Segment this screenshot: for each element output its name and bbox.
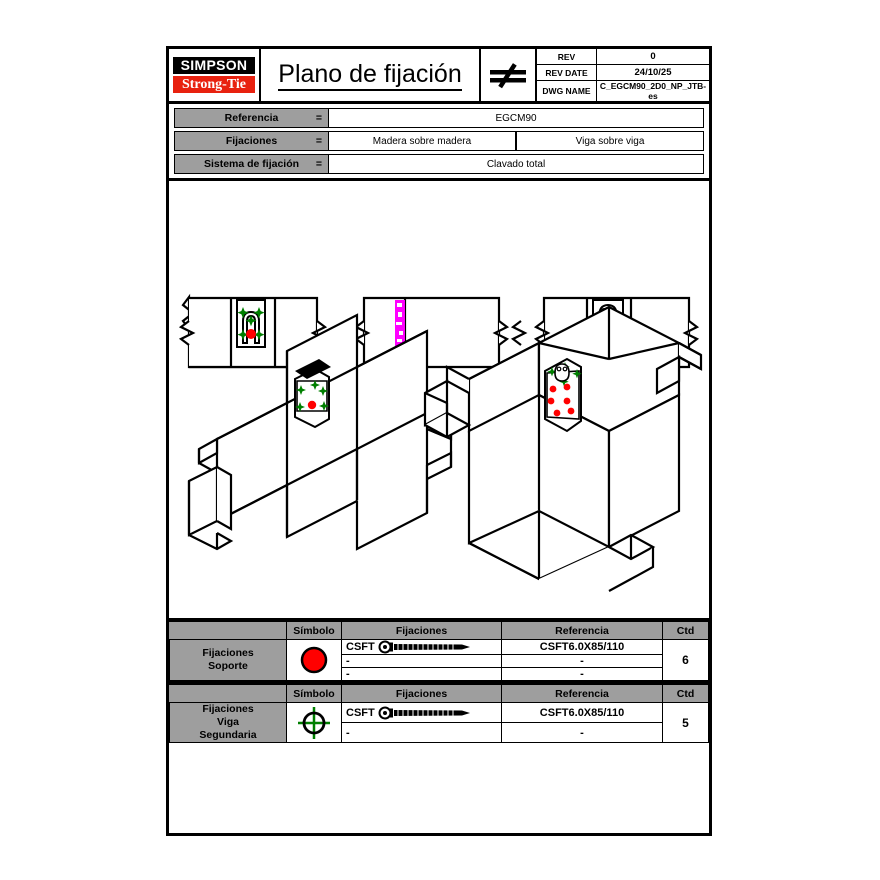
legend-1-header-simbolo: Símbolo xyxy=(287,621,342,640)
spec-label-text: Sistema de fijación xyxy=(203,158,300,170)
legend-2-row-2-fixing-label: - xyxy=(346,726,350,739)
legend-1-name-line-1: Fijaciones xyxy=(202,647,254,659)
spec-row-referencia: Referencia = EGCM90 xyxy=(174,108,704,128)
elevation-view-2-highlight xyxy=(395,300,405,348)
legend-1-row-2-fixing: - xyxy=(342,655,502,668)
legend-1-row-1-fixing: CSFT xyxy=(342,640,502,655)
equals-sign: = xyxy=(315,158,322,170)
legend-2-row-1-fixing-label: CSFT xyxy=(346,706,375,719)
legend-2-name-line-1: Fijaciones xyxy=(202,703,254,715)
spec-row-fijaciones: Fijaciones = Madera sobre madera Viga so… xyxy=(174,131,704,151)
technical-drawing xyxy=(178,293,703,618)
legend-2-header-ctd: Ctd xyxy=(663,684,709,703)
legend-1-name: Fijaciones Soporte xyxy=(169,640,287,681)
legend-1-quantity: 6 xyxy=(663,640,709,681)
spec-value-sistema: Clavado total xyxy=(329,154,704,174)
not-equal-icon xyxy=(481,49,537,101)
legend-1-header-ctd: Ctd xyxy=(663,621,709,640)
isometric-view-2-fixings xyxy=(547,362,582,417)
legend-2-header-simbolo: Símbolo xyxy=(287,684,342,703)
drawing-sheet: SIMPSON Strong-Tie Plano de fijación REV… xyxy=(166,46,712,836)
legend-2-header-fijaciones: Fijaciones xyxy=(342,684,502,703)
spec-label-text: Fijaciones xyxy=(225,135,278,147)
spec-row-sistema: Sistema de fijación = Clavado total xyxy=(174,154,704,174)
revision-block: REV 0 REV DATE 24/10/25 DWG NAME C_EGCM9… xyxy=(537,49,709,101)
equals-sign: = xyxy=(315,135,322,147)
legend-table-viga-segundaria: Símbolo Fijaciones Referencia Ctd Fijaci… xyxy=(169,681,709,743)
dwg-name-label: DWG NAME xyxy=(537,81,597,101)
logo-simpson-text: SIMPSON xyxy=(173,57,255,74)
rev-value: 0 xyxy=(650,51,656,62)
title-block: SIMPSON Strong-Tie Plano de fijación REV… xyxy=(169,49,709,104)
legend-1-row-3-fixing-label: - xyxy=(346,668,350,680)
legend-1-row-1-fixing-label: CSFT xyxy=(346,641,375,653)
legend-1-corner xyxy=(169,621,287,640)
sheet-title-text: Plano de fijación xyxy=(278,60,462,91)
legend-2-name-line-2: Viga xyxy=(217,716,239,728)
spec-label-fijaciones: Fijaciones = xyxy=(174,131,329,151)
rev-date-label: REV DATE xyxy=(537,65,597,80)
legend-2-name: Fijaciones Viga Segundaria xyxy=(169,703,287,743)
legend-1-row-3-reference: - xyxy=(502,668,663,681)
legend-1-header-fijaciones: Fijaciones xyxy=(342,621,502,640)
legend-2-row-1-fixing: CSFT xyxy=(342,703,502,723)
rev-label: REV xyxy=(537,49,597,64)
spec-value-referencia: EGCM90 xyxy=(329,108,704,128)
simpson-strong-tie-logo: SIMPSON Strong-Tie xyxy=(169,49,261,101)
legend-2-row-1-reference: CSFT6.0X85/110 xyxy=(502,703,663,723)
legend-2-row-2-reference: - xyxy=(502,723,663,743)
logo-strongtie-text: Strong-Tie xyxy=(173,76,255,93)
specification-table: Referencia = EGCM90 Fijaciones = Madera … xyxy=(169,104,709,174)
rev-date-value: 24/10/25 xyxy=(634,67,672,78)
legend-1-row-2-reference: - xyxy=(502,655,663,668)
legend-1-name-line-2: Soporte xyxy=(208,660,248,672)
elevation-view-1-fixings xyxy=(237,307,265,341)
legend-1-symbol-red-circle-icon xyxy=(287,640,342,681)
legend-2-row-2-fixing: - xyxy=(342,723,502,743)
legend-1-header-referencia: Referencia xyxy=(502,621,663,640)
legend-1-row-1-reference: CSFT6.0X85/110 xyxy=(502,640,663,655)
legend-2-corner xyxy=(169,684,287,703)
legend-1-row-3-fixing: - xyxy=(342,668,502,681)
equals-sign: = xyxy=(315,112,322,124)
screw-icon xyxy=(378,640,470,654)
spec-label-sistema: Sistema de fijación = xyxy=(174,154,329,174)
spec-label-referencia: Referencia = xyxy=(174,108,329,128)
sheet-title: Plano de fijación xyxy=(261,49,481,101)
isometric-view-1-fixings xyxy=(295,359,331,412)
legend-2-header-referencia: Referencia xyxy=(502,684,663,703)
legend-2-symbol-crosshair-icon xyxy=(287,703,342,743)
screw-icon xyxy=(378,706,470,719)
legend-1-row-2-fixing-label: - xyxy=(346,655,350,667)
dwg-name-value: C_EGCM90_2D0_NP_JTB-es xyxy=(599,81,707,101)
spec-label-text: Referencia xyxy=(224,112,279,124)
spec-value-fijaciones-1: Madera sobre madera xyxy=(329,131,516,151)
drawing-area xyxy=(169,178,709,618)
legend-2-quantity: 5 xyxy=(663,703,709,743)
spec-value-fijaciones-2: Viga sobre viga xyxy=(516,131,704,151)
legend-table-soporte: Símbolo Fijaciones Referencia Ctd Fijaci… xyxy=(169,618,709,681)
legend-2-name-line-3: Segundaria xyxy=(199,729,257,741)
